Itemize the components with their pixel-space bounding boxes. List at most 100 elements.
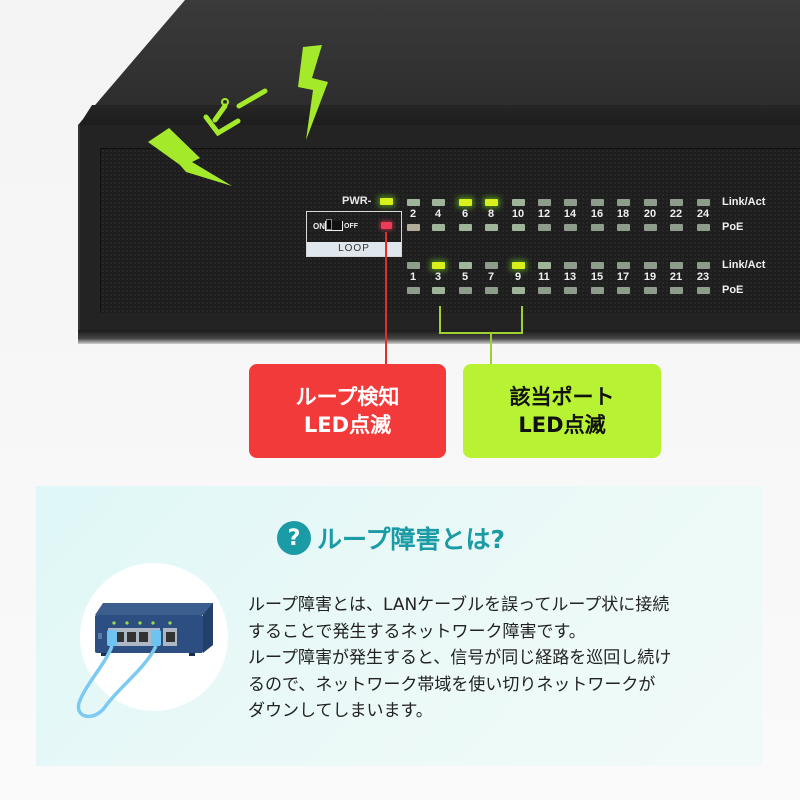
info-title: ? ループ障害とは? <box>277 520 505 556</box>
port-21-link-led <box>670 262 683 269</box>
port-blink-callout-line2: LED点滅 <box>518 413 606 437</box>
port-4-poe-led <box>432 224 445 231</box>
info-body-line: することで発生するネットワーク障害です。 <box>248 621 586 642</box>
port-number: 13 <box>563 271 577 283</box>
port-number: 17 <box>616 271 630 283</box>
port-7-poe-led <box>485 287 498 294</box>
port-number: 20 <box>643 208 657 220</box>
link-act-label: Link/Act <box>722 196 766 208</box>
loop-switch-off-label: OFF <box>344 223 358 230</box>
port-bracket-stem <box>490 333 492 365</box>
loop-callout-connector <box>385 232 387 367</box>
port-number: 14 <box>563 208 577 220</box>
port-8-link-led <box>485 199 498 206</box>
port-number: 12 <box>537 208 551 220</box>
info-title-text: ループ障害とは? <box>317 525 506 554</box>
port-9-link-led <box>512 262 525 269</box>
port-11-poe-led <box>538 287 551 294</box>
port-2-link-led <box>407 199 420 206</box>
port-4-link-led <box>432 199 445 206</box>
port-blink-callout: 該当ポート LED点滅 <box>463 364 661 458</box>
port-22-poe-led <box>670 224 683 231</box>
port-number: 2 <box>409 208 417 220</box>
port-blink-callout-line1: 該当ポート <box>509 385 615 409</box>
port-20-link-led <box>644 199 657 206</box>
loop-switch-slider[interactable] <box>325 219 343 231</box>
port-2-poe-led <box>407 224 420 231</box>
loop-tag: LOOP <box>307 242 401 256</box>
port-14-poe-led <box>564 224 577 231</box>
port-18-poe-led <box>617 224 630 231</box>
loop-led <box>381 222 392 229</box>
port-3-link-led <box>432 262 445 269</box>
port-15-poe-led <box>591 287 604 294</box>
link-act-label: Link/Act <box>722 259 766 271</box>
port-1-poe-led <box>407 287 420 294</box>
port-20-poe-led <box>644 224 657 231</box>
info-body-line: ダウンしてしまいます。 <box>248 701 433 721</box>
port-number: 11 <box>538 271 550 283</box>
switch-top-surface <box>78 0 800 125</box>
port-number: 24 <box>696 208 710 220</box>
port-13-link-led <box>564 262 577 269</box>
loop-detect-callout-line2: LED点滅 <box>303 413 392 437</box>
port-24-link-led <box>697 199 710 206</box>
port-bracket-connector <box>439 306 523 334</box>
port-10-link-led <box>512 199 525 206</box>
port-1-link-led <box>407 262 420 269</box>
port-11-link-led <box>538 262 551 269</box>
port-number: 21 <box>669 271 683 283</box>
port-16-poe-led <box>591 224 604 231</box>
port-number: 9 <box>514 271 522 283</box>
port-9-poe-led <box>512 287 525 294</box>
port-10-poe-led <box>512 224 525 231</box>
port-17-link-led <box>617 262 630 269</box>
loop-detect-callout-line1: ループ検知 <box>295 385 400 409</box>
loop-switch-knob <box>326 219 332 230</box>
port-3-poe-led <box>432 287 445 294</box>
port-7-link-led <box>485 262 498 269</box>
port-6-poe-led <box>459 224 472 231</box>
switch-front-panel <box>100 148 800 313</box>
port-18-link-led <box>617 199 630 206</box>
port-number: 22 <box>669 208 683 220</box>
port-17-poe-led <box>617 287 630 294</box>
question-icon: ? <box>277 521 311 555</box>
port-16-link-led <box>591 199 604 206</box>
port-number: 15 <box>590 271 604 283</box>
poe-label: PoE <box>722 221 744 233</box>
info-body-line: ループ障害が発生すると、信号が同じ経路を巡回し続け <box>248 648 672 668</box>
port-6-link-led <box>459 199 472 206</box>
info-body-line: るので、ネットワーク帯域を使い切りネットワークが <box>248 674 656 695</box>
port-5-link-led <box>459 262 472 269</box>
port-number: 5 <box>461 271 469 283</box>
info-body-line: ループ障害とは、LANケーブルを誤ってループ状に接続 <box>248 595 670 615</box>
port-number: 4 <box>434 208 442 220</box>
pwr-label: PWR- <box>342 195 372 207</box>
port-number: 10 <box>511 208 525 220</box>
port-number: 18 <box>616 208 630 220</box>
port-12-link-led <box>538 199 551 206</box>
port-number: 6 <box>461 208 469 220</box>
info-body: ループ障害とは、LANケーブルを誤ってループ状に接続 することで発生するネットワ… <box>248 592 768 725</box>
port-8-poe-led <box>485 224 498 231</box>
port-number: 23 <box>696 271 710 283</box>
port-19-link-led <box>644 262 657 269</box>
looped-switch-illustration <box>76 603 213 718</box>
port-number: 3 <box>434 271 442 283</box>
alert-lightning-icon <box>148 45 328 186</box>
port-number: 7 <box>487 271 495 283</box>
loop-switch-on-label: ON <box>313 222 325 231</box>
port-23-link-led <box>697 262 710 269</box>
port-24-poe-led <box>697 224 710 231</box>
switch-top-lip <box>78 105 800 127</box>
loop-detect-switch[interactable]: ON OFF LOOP <box>306 211 402 257</box>
port-number: 1 <box>409 271 417 283</box>
port-21-poe-led <box>670 287 683 294</box>
port-13-poe-led <box>564 287 577 294</box>
port-5-poe-led <box>459 287 472 294</box>
port-number: 8 <box>487 208 495 220</box>
pwr-led <box>380 198 393 205</box>
loop-detect-callout: ループ検知 LED点滅 <box>249 364 446 458</box>
port-22-link-led <box>670 199 683 206</box>
